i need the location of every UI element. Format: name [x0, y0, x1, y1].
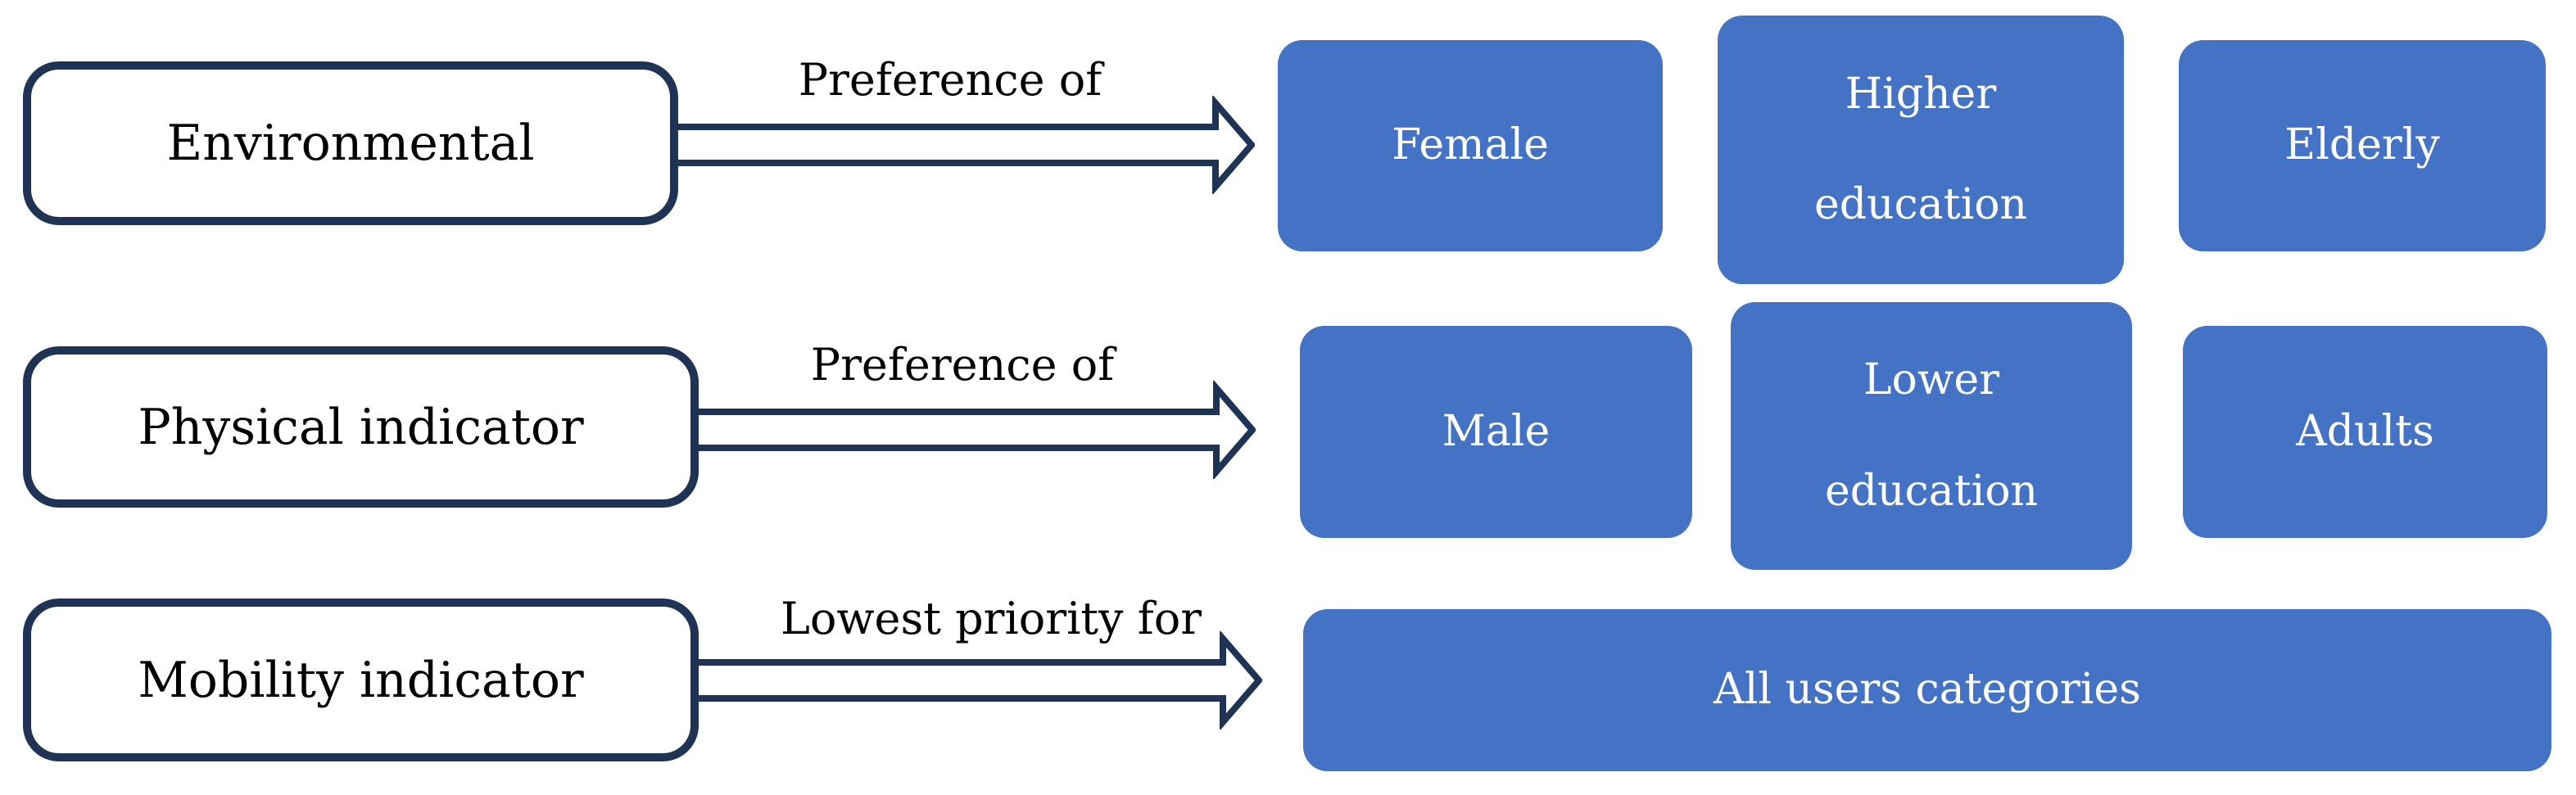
source-box-mobility-indicator: Mobility indicator — [23, 599, 699, 761]
arrow-label-row3: Lowest priority for — [780, 593, 1202, 644]
target-box-female: Female — [1278, 40, 1663, 251]
target-box-elderly: Elderly — [2179, 40, 2546, 251]
arrow-label-row1: Preference of — [798, 54, 1102, 106]
target-box-adults: Adults — [2183, 326, 2547, 538]
source-box-environmental: Environmental — [23, 61, 678, 225]
arrow-label-row2: Preference of — [810, 339, 1115, 391]
target-box-male: Male — [1300, 326, 1692, 538]
target-box-lower-education: Lower education — [1731, 302, 2132, 570]
right-arrow-icon — [699, 631, 1262, 730]
right-arrow-icon — [699, 381, 1256, 479]
right-arrow-icon — [678, 96, 1255, 194]
source-box-physical-indicator: Physical indicator — [23, 346, 699, 508]
target-box-higher-education: Higher education — [1718, 16, 2124, 284]
target-box-all-users-categories: All users categories — [1303, 609, 2551, 771]
